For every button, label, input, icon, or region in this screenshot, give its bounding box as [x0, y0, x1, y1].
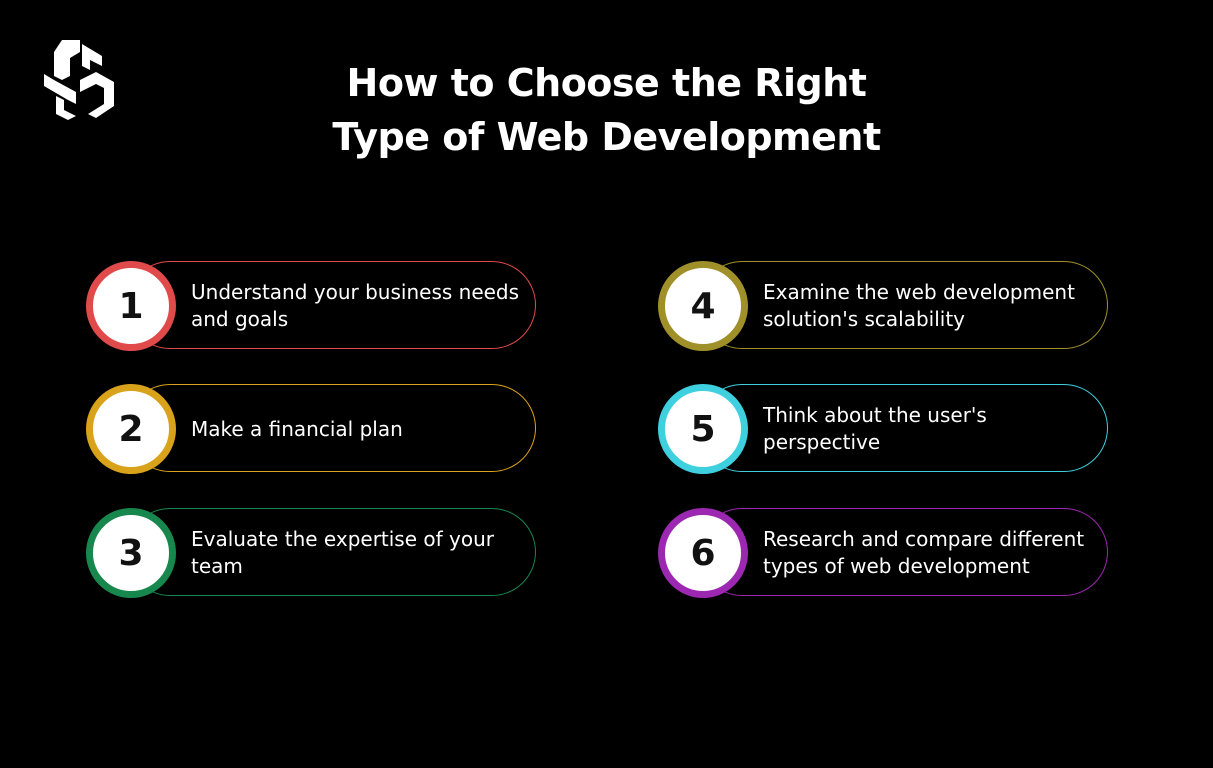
step-number-badge: 6	[658, 508, 748, 598]
step-number-badge: 2	[86, 384, 176, 474]
step-item: 3 Evaluate the expertise of your team	[86, 508, 538, 598]
s-monogram-logo	[40, 36, 118, 124]
step-number-badge: 1	[86, 261, 176, 351]
step-text: Make a financial plan	[191, 416, 403, 441]
step-item: 4 Examine the web development solution's…	[658, 261, 1110, 351]
step-text: Examine the web development solution's s…	[763, 280, 1075, 331]
step-item: 5 Think about the user's perspective	[658, 384, 1110, 474]
step-number-badge: 4	[658, 261, 748, 351]
step-text: Think about the user's perspective	[763, 403, 987, 454]
step-text: Understand your business needs and goals	[191, 280, 520, 331]
title-line-2: Type of Web Development	[332, 115, 881, 159]
step-text: Evaluate the expertise of your team	[191, 527, 494, 578]
page-title: How to Choose the Right Type of Web Deve…	[0, 56, 1213, 164]
step-item: 2 Make a financial plan	[86, 384, 538, 474]
step-number-badge: 3	[86, 508, 176, 598]
step-item: 1 Understand your business needs and goa…	[86, 261, 538, 351]
title-line-1: How to Choose the Right	[346, 61, 867, 105]
step-number-badge: 5	[658, 384, 748, 474]
step-item: 6 Research and compare different types o…	[658, 508, 1110, 598]
step-text: Research and compare different types of …	[763, 527, 1085, 578]
